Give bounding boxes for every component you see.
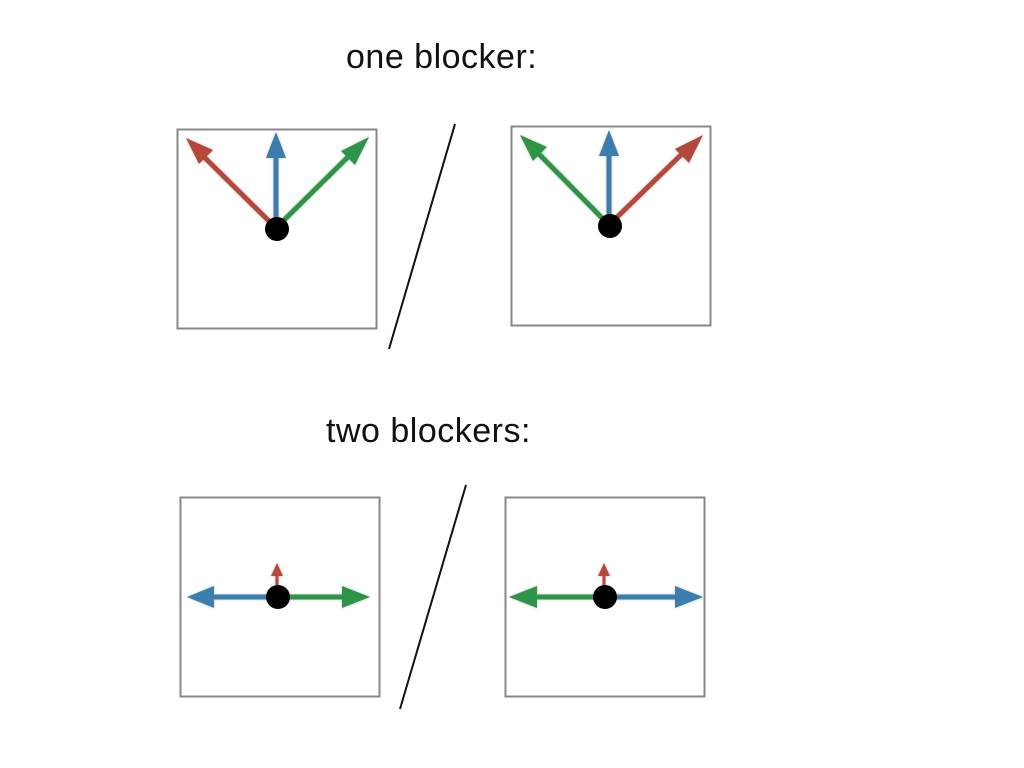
red-arrow: [607, 147, 689, 227]
blue-arrowhead: [675, 586, 703, 608]
green-arrowhead: [509, 586, 537, 608]
red-arrowhead: [598, 563, 610, 576]
one-blocker-right-arrows: [520, 130, 703, 227]
green-arrowhead: [341, 137, 369, 165]
two-blockers-heading: two blockers:: [326, 412, 531, 450]
one-blocker-left-piece: [265, 217, 289, 241]
blue-arrowhead: [266, 132, 286, 158]
red-arrowhead: [675, 135, 703, 163]
one-blocker-left-arrows: [186, 132, 369, 230]
blue-arrowhead: [599, 130, 619, 156]
two-blockers-divider: [399, 484, 467, 710]
green-arrowhead: [520, 135, 547, 161]
red-arrowhead: [271, 563, 283, 576]
green-arrowhead: [342, 586, 370, 608]
two-blockers-right-piece: [593, 585, 617, 609]
one-blocker-right-piece: [598, 214, 622, 238]
one-blocker-heading: one blocker:: [346, 38, 538, 76]
red-arrowhead: [186, 138, 213, 164]
two-blockers-left-piece: [266, 585, 290, 609]
one-blocker-divider: [388, 123, 456, 350]
red-arrow: [196, 149, 278, 230]
blue-arrowhead: [187, 586, 214, 608]
green-arrow: [531, 146, 611, 227]
green-arrow: [274, 149, 356, 230]
